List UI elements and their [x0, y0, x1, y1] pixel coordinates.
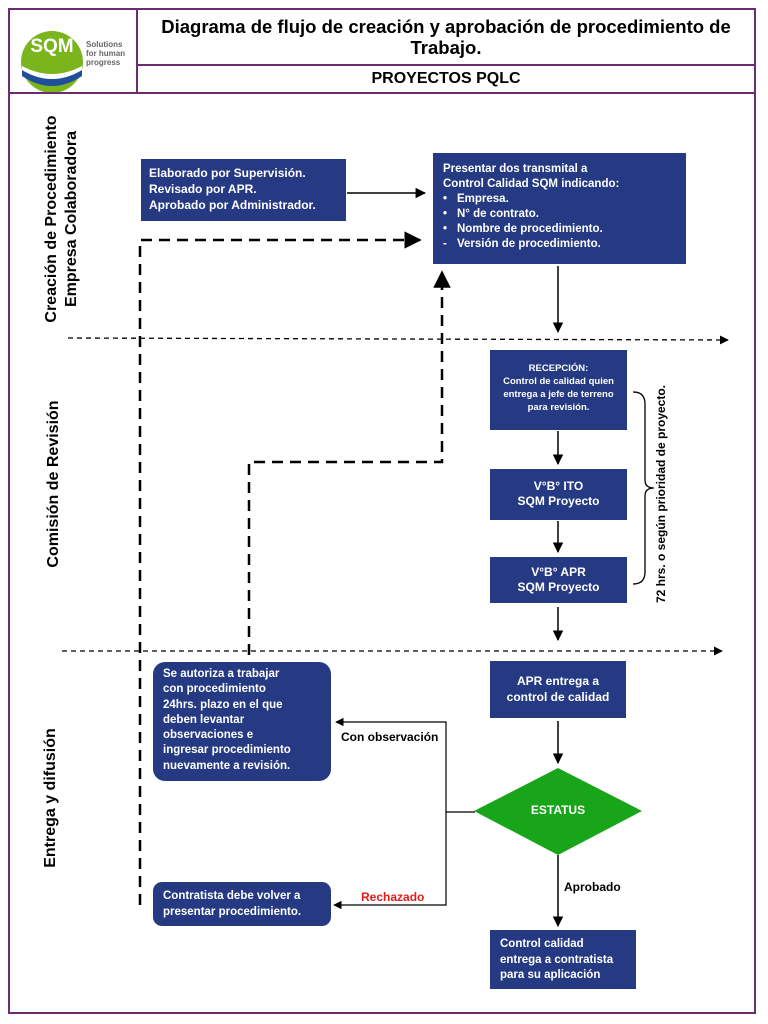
- presentar-list-item: •N° de contrato.: [443, 208, 539, 220]
- decision-label: ESTATUS: [530, 803, 586, 817]
- lane-label-entrega: Entrega y difusión: [42, 728, 59, 868]
- box-control-calidad-text: Control calidad entrega a contratista pa…: [500, 938, 614, 981]
- logo-text: SQM: [30, 36, 74, 57]
- box-apr-entrega-text: APR entrega a control de calidad: [506, 674, 610, 704]
- page-title: Diagrama de flujo de creación y aprobaci…: [161, 16, 731, 58]
- label-rechazado: Rechazado: [361, 890, 425, 904]
- label-plazo: 72 hrs. o según prioridad de proyecto.: [654, 384, 668, 604]
- box-recepcion-text: RECEPCIÓN: Control de calidad quien entr…: [503, 363, 614, 413]
- box-vb-ito-text: V°B° ITO SQM Proyecto: [517, 479, 600, 508]
- box-control-calidad: Control calidad entrega a contratista pa…: [490, 930, 636, 989]
- box-elaborado-text: Elaborado por Supervisión. Revisado por …: [149, 166, 316, 212]
- label-con-observacion: Con observación: [341, 730, 439, 744]
- label-aprobado: Aprobado: [564, 880, 621, 894]
- box-apr-entrega: APR entrega a control de calidad: [490, 661, 626, 718]
- page-frame: [8, 8, 756, 1014]
- page-subtitle: PROYECTOS PQLC: [371, 70, 521, 87]
- lane-label-comision: Comisión de Revisión: [45, 400, 62, 568]
- sqm-logo: [21, 31, 83, 93]
- box-presentar-transmital: Presentar dos transmital a Control Calid…: [433, 153, 686, 264]
- review-bracket: [632, 391, 655, 585]
- arrow-estatus-observation-branch: [335, 717, 475, 813]
- lane-divider-1: [67, 335, 729, 345]
- presentar-list-item: •Empresa.: [443, 193, 509, 205]
- box-vb-ito: V°B° ITO SQM Proyecto: [490, 469, 627, 520]
- dashed-return-observation: [247, 270, 451, 655]
- header-divider: [10, 92, 754, 94]
- box-presentar-title: Presentar dos transmital a Control Calid…: [443, 163, 620, 190]
- presentar-list-item: •Nombre de procedimiento.: [443, 223, 603, 235]
- presentar-list-item: -Versión de procedimiento.: [443, 238, 601, 250]
- subtitle-cell: PROYECTOS PQLC: [138, 66, 754, 92]
- logo-tagline: Solutions for human progress: [86, 40, 126, 67]
- box-autoriza-text: Se autoriza a trabajar con procedimiento…: [163, 668, 291, 772]
- arrow-estatus-rejected-branch: [333, 812, 447, 910]
- title-cell: Diagrama de flujo de creación y aprobaci…: [138, 10, 754, 66]
- dashed-return-rejected: [138, 231, 422, 905]
- box-vb-apr-text: V°B° APR SQM Proyecto: [517, 565, 600, 594]
- presentar-list: •Empresa. •N° de contrato. •Nombre de pr…: [443, 192, 676, 252]
- box-vb-apr: V°B° APR SQM Proyecto: [490, 557, 627, 603]
- box-autoriza: Se autoriza a trabajar con procedimiento…: [153, 662, 331, 781]
- logo-cell: SQM Solutions for human progress: [10, 10, 138, 93]
- box-recepcion: RECEPCIÓN: Control de calidad quien entr…: [490, 350, 627, 430]
- box-contratista: Contratista debe volver a presentar proc…: [153, 882, 331, 926]
- estatus-decision-shape: [474, 768, 642, 855]
- box-contratista-text: Contratista debe volver a presentar proc…: [163, 890, 302, 918]
- box-elaborado: Elaborado por Supervisión. Revisado por …: [141, 159, 346, 221]
- lane-label-creacion: Creación de Procedimiento Empresa Colabo…: [43, 115, 80, 323]
